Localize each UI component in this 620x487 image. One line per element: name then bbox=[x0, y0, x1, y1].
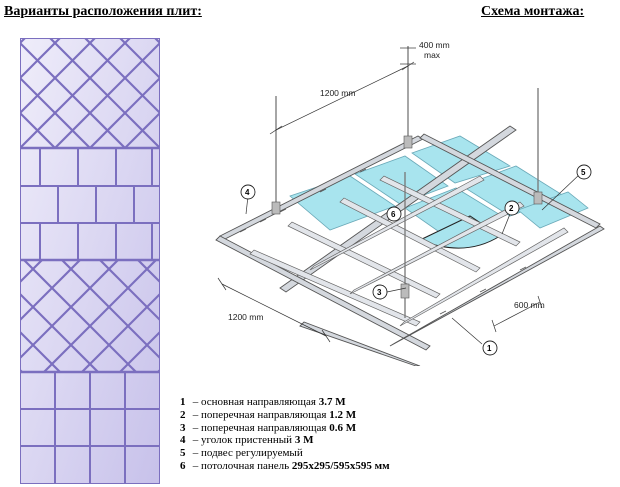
callout-5: 5 bbox=[581, 168, 586, 177]
dim-top-gap: 400 mm bbox=[419, 40, 450, 50]
cross-rails bbox=[249, 175, 569, 327]
legend-text: поперечная направляющая bbox=[201, 421, 327, 434]
legend-text: подвес регулируемый bbox=[201, 447, 303, 460]
legend-number: 2 bbox=[180, 408, 186, 421]
dim-top-gap-max: max bbox=[424, 50, 441, 60]
legend-item: 3 – поперечная направляющая 0.6 М bbox=[180, 421, 357, 434]
legend-text: поперечная направляющая bbox=[201, 408, 327, 421]
legend-number: 5 bbox=[180, 447, 186, 460]
legend-value: 3 М bbox=[294, 434, 314, 447]
offset-pattern bbox=[20, 148, 160, 260]
dim-right-span: 600 mm bbox=[514, 300, 545, 310]
callout-1: 1 bbox=[487, 344, 492, 353]
layout-variants-title: Варианты расположения плит: bbox=[4, 4, 202, 19]
legend-value: 0.6 М bbox=[329, 421, 357, 434]
rail-slots bbox=[239, 168, 527, 315]
legend-item: 6 – потолочная панель 295х295/595х595 мм bbox=[180, 459, 390, 472]
installation-scheme-drawing: 400 mm max 1200 mm 1200 mm 600 mm 1 2 3 … bbox=[215, 40, 605, 366]
ceiling-panels bbox=[289, 135, 589, 239]
legend-item: 1 – основная направляющая 3.7 М bbox=[180, 396, 346, 408]
dimension-lines bbox=[217, 47, 543, 343]
legend-item: 5 – подвес регулируемый bbox=[180, 447, 303, 460]
legend-number: 4 bbox=[180, 434, 186, 447]
diagonal-pattern-1 bbox=[20, 38, 160, 148]
parts-legend: 1 – основная направляющая 3.7 М 2 – попе… bbox=[180, 396, 390, 473]
legend-text: уголок пристенный bbox=[201, 434, 293, 447]
installation-scheme-title: Схема монтажа: bbox=[481, 4, 585, 19]
diagonal-pattern-2 bbox=[20, 260, 160, 372]
callout-3: 3 bbox=[377, 288, 382, 297]
callout-2: 2 bbox=[509, 204, 514, 213]
legend-item: 2 – поперечная направляющая 1.2 М bbox=[180, 408, 357, 421]
legend-text: потолочная панель bbox=[201, 459, 290, 472]
straight-grid-pattern bbox=[20, 372, 160, 484]
legend-number: 3 bbox=[180, 421, 186, 434]
legend-text: основная направляющая bbox=[201, 396, 316, 408]
legend-number: 6 bbox=[180, 459, 186, 472]
legend-item: 4 – уголок пристенный 3 М bbox=[180, 434, 314, 447]
tile-layout-variants bbox=[20, 38, 160, 484]
legend-value: 3.7 М bbox=[318, 396, 346, 408]
legend-number: 1 bbox=[180, 396, 186, 408]
dim-top-span: 1200 mm bbox=[320, 88, 355, 98]
legend-value: 1.2 М bbox=[329, 408, 357, 421]
dim-left-span: 1200 mm bbox=[228, 312, 263, 322]
callout-4: 4 bbox=[245, 188, 250, 197]
callout-6: 6 bbox=[391, 210, 396, 219]
legend-value: 295х295/595х595 мм bbox=[291, 459, 390, 472]
